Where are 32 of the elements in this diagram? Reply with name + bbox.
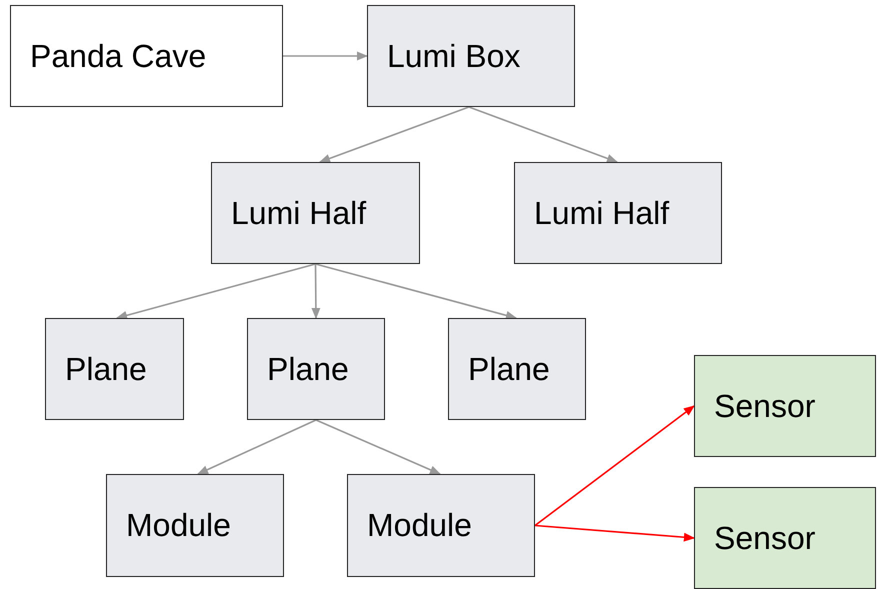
process-box xyxy=(514,162,722,264)
arrow xyxy=(468,106,618,163)
process-box xyxy=(448,318,586,420)
arrow xyxy=(116,263,316,320)
process-box xyxy=(45,318,184,420)
node-label: Lumi Half xyxy=(534,194,670,232)
process-box xyxy=(694,355,876,457)
arrow xyxy=(283,52,368,60)
node-label: Lumi Box xyxy=(387,38,520,74)
arrow xyxy=(196,419,316,475)
node-label: Sensor xyxy=(714,388,816,424)
node-label: Plane xyxy=(267,350,349,388)
process-box xyxy=(211,162,420,264)
node-label: Panda Cave xyxy=(30,38,206,74)
process-box xyxy=(10,5,283,107)
arrow xyxy=(534,405,695,526)
arrow xyxy=(534,524,696,542)
node-label: Sensor xyxy=(714,520,816,556)
process-box xyxy=(106,474,284,577)
process-box xyxy=(347,474,535,577)
node-label: Lumi Half xyxy=(231,194,366,232)
arrow xyxy=(311,264,320,320)
node-label: Module xyxy=(126,507,231,544)
node-label: Module xyxy=(367,507,472,544)
node-label: Plane xyxy=(65,350,147,388)
arrow xyxy=(316,419,442,475)
process-box xyxy=(694,487,876,589)
process-box xyxy=(367,5,575,107)
arrow xyxy=(315,263,518,320)
arrow xyxy=(318,106,470,163)
node-label: Plane xyxy=(468,350,550,388)
process-box xyxy=(247,318,385,420)
